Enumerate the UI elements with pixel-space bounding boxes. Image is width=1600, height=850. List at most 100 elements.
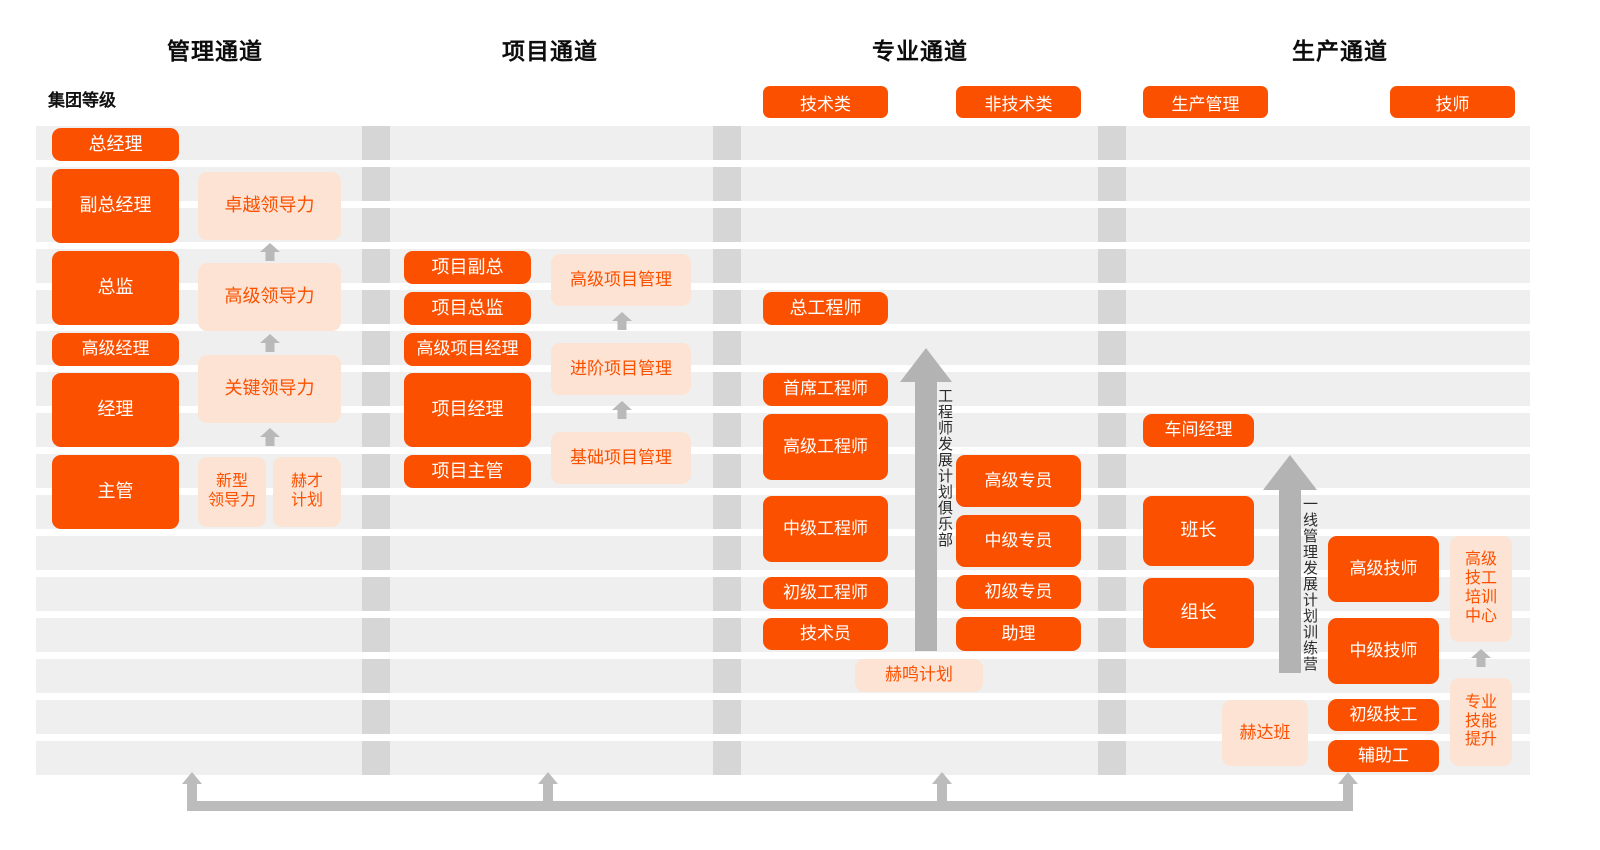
- column-separator: [362, 126, 390, 160]
- column-separator: [362, 331, 390, 365]
- program-box-management-2[interactable]: 关键领导力: [198, 355, 341, 423]
- grade-box-technician-3[interactable]: 辅助工: [1328, 740, 1439, 772]
- program-box-project-1[interactable]: 进阶项目管理: [551, 343, 691, 395]
- category-pill-nontechnical[interactable]: 非技术类: [956, 86, 1081, 118]
- column-separator: [713, 659, 741, 693]
- up-arrow-icon-mgmt-1: [259, 243, 281, 261]
- program-box-management-4[interactable]: 赫才 计划: [273, 457, 341, 527]
- program-box-production-0[interactable]: 赫达班: [1222, 700, 1308, 766]
- column-separator: [1098, 372, 1126, 406]
- column-separator: [1098, 495, 1126, 529]
- program-box-professional-0[interactable]: 赫鸣计划: [855, 659, 983, 692]
- column-separator: [713, 372, 741, 406]
- grade-box-technical-1[interactable]: 首席工程师: [763, 373, 888, 406]
- column-separator: [713, 413, 741, 447]
- group-level-label: 集团等级: [48, 91, 116, 110]
- grade-box-production-mgmt-0[interactable]: 车间经理: [1143, 414, 1254, 447]
- grade-box-nontechnical-3[interactable]: 助理: [956, 617, 1081, 651]
- column-separator: [362, 454, 390, 488]
- up-arrow-icon-mgmt-2: [259, 334, 281, 352]
- column-separator: [713, 126, 741, 160]
- column-separator: [713, 618, 741, 652]
- grade-box-production-mgmt-1[interactable]: 班长: [1143, 496, 1254, 566]
- grade-box-nontechnical-2[interactable]: 初级专员: [956, 575, 1081, 609]
- column-separator: [1098, 454, 1126, 488]
- column-separator: [362, 659, 390, 693]
- column-separator: [713, 577, 741, 611]
- category-pill-technician[interactable]: 技师: [1390, 86, 1515, 118]
- big-arrow-label-engineer: 工程师发展计划俱乐部: [936, 388, 953, 548]
- program-box-project-2[interactable]: 基础项目管理: [551, 432, 691, 484]
- category-pill-technical[interactable]: 技术类: [763, 86, 888, 118]
- up-arrow-icon-production-1: [1470, 649, 1492, 667]
- column-separator: [362, 536, 390, 570]
- grade-box-management-3[interactable]: 高级经理: [52, 333, 179, 366]
- column-separator: [362, 372, 390, 406]
- column-separator: [1098, 413, 1126, 447]
- column-separator: [362, 208, 390, 242]
- column-separator: [713, 249, 741, 283]
- column-separator: [1098, 208, 1126, 242]
- column-separator: [1098, 290, 1126, 324]
- grade-box-management-1[interactable]: 副总经理: [52, 169, 179, 243]
- grade-box-nontechnical-1[interactable]: 中级专员: [956, 515, 1081, 567]
- program-box-production-2[interactable]: 专业 技能 提升: [1450, 678, 1512, 766]
- column-separator: [362, 290, 390, 324]
- column-separator: [713, 454, 741, 488]
- grade-box-project-2[interactable]: 高级项目经理: [404, 333, 531, 366]
- up-arrow-icon-project-1: [611, 312, 633, 330]
- grade-box-project-4[interactable]: 项目主管: [404, 455, 531, 488]
- grade-box-management-4[interactable]: 经理: [52, 373, 179, 447]
- column-separator: [713, 741, 741, 775]
- column-separator: [1098, 659, 1126, 693]
- channel-title-management: 管理通道: [167, 38, 263, 64]
- big-arrow-engineer-development: 工程师发展计划俱乐部: [900, 348, 953, 651]
- grade-box-technician-0[interactable]: 高级技师: [1328, 536, 1439, 602]
- program-box-management-3[interactable]: 新型 领导力: [198, 457, 266, 527]
- grade-box-project-3[interactable]: 项目经理: [404, 373, 531, 447]
- column-separator: [713, 290, 741, 324]
- up-arrow-icon-project-2: [611, 401, 633, 419]
- column-separator: [362, 618, 390, 652]
- column-separator: [1098, 741, 1126, 775]
- grade-box-technical-0[interactable]: 总工程师: [763, 292, 888, 325]
- grade-box-management-5[interactable]: 主管: [52, 455, 179, 529]
- up-arrow-icon-mgmt-3: [259, 428, 281, 446]
- big-arrow-label-frontline: 一线管理发展计划训练营: [1301, 496, 1318, 672]
- column-separator: [713, 700, 741, 734]
- grade-box-project-0[interactable]: 项目副总: [404, 251, 531, 284]
- channel-title-project: 项目通道: [502, 38, 598, 64]
- grade-box-technical-2[interactable]: 高级工程师: [763, 414, 888, 480]
- grade-box-technical-4[interactable]: 初级工程师: [763, 577, 888, 609]
- program-box-production-1[interactable]: 高级 技工 培训 中心: [1450, 536, 1512, 642]
- column-separator: [362, 577, 390, 611]
- grade-box-technician-2[interactable]: 初级技工: [1328, 699, 1439, 731]
- grade-box-technical-3[interactable]: 中级工程师: [763, 496, 888, 562]
- column-separator: [362, 741, 390, 775]
- grade-box-production-mgmt-2[interactable]: 组长: [1143, 578, 1254, 648]
- column-separator: [362, 167, 390, 201]
- column-separator: [1098, 700, 1126, 734]
- column-separator: [1098, 577, 1126, 611]
- category-pill-production-management[interactable]: 生产管理: [1143, 86, 1268, 118]
- grade-box-project-1[interactable]: 项目总监: [404, 292, 531, 325]
- channel-title-production: 生产通道: [1292, 38, 1388, 64]
- program-box-management-0[interactable]: 卓越领导力: [198, 172, 341, 240]
- program-box-management-1[interactable]: 高级领导力: [198, 263, 341, 331]
- column-separator: [1098, 536, 1126, 570]
- program-box-project-0[interactable]: 高级项目管理: [551, 254, 691, 306]
- grade-box-technician-1[interactable]: 中级技师: [1328, 618, 1439, 684]
- column-separator: [1098, 167, 1126, 201]
- grade-box-management-2[interactable]: 总监: [52, 251, 179, 325]
- grade-box-management-0[interactable]: 总经理: [52, 128, 179, 161]
- column-separator: [713, 167, 741, 201]
- column-separator: [1098, 618, 1126, 652]
- grade-box-nontechnical-0[interactable]: 高级专员: [956, 455, 1081, 507]
- channel-title-professional: 专业通道: [872, 38, 968, 64]
- column-separator: [1098, 249, 1126, 283]
- bottom-progression-rail: [170, 770, 1370, 820]
- column-separator: [713, 208, 741, 242]
- grade-box-technical-5[interactable]: 技术员: [763, 618, 888, 650]
- column-separator: [713, 536, 741, 570]
